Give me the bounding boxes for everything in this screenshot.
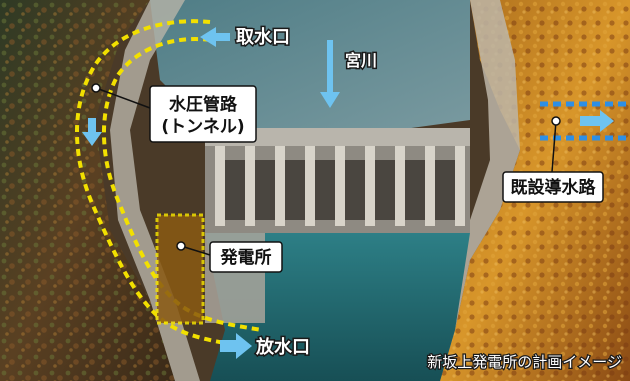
penstock-label-box: [149, 85, 257, 143]
existing-channel-label-box: [502, 171, 604, 203]
existing-channel-arrow: [580, 110, 614, 132]
existing-channel-leader-dot: [551, 116, 561, 126]
outlet-label: 放水口: [255, 336, 310, 358]
dam-piers: [215, 146, 465, 226]
penstock-label-line1: 水圧管路: [169, 94, 238, 115]
river-flow-arrow: [320, 40, 340, 108]
powerhouse-label-box: [209, 241, 283, 273]
penstock-leader-dot: [91, 83, 101, 93]
powerhouse-leader-line: [180, 245, 211, 256]
intake-label: 取水口: [236, 26, 290, 48]
powerhouse-area: [155, 213, 205, 325]
dam-gates: [225, 160, 455, 220]
penstock-route-outer: [75, 19, 251, 350]
penstock-label-line2: (トンネル): [161, 117, 244, 137]
outlet-arrow: [220, 333, 252, 359]
existing-channel-label: 既設導水路: [511, 177, 597, 198]
river-label: 宮川: [345, 51, 377, 70]
caption: 新坂上発電所の計画イメージ: [427, 353, 622, 371]
powerhouse-label: 発電所: [220, 247, 272, 268]
existing-channel-leader-line: [551, 120, 557, 173]
penstock-leader-line: [95, 87, 151, 109]
road: [110, 0, 200, 381]
right-bank-structure: [420, 0, 520, 381]
intake-arrow: [200, 27, 230, 47]
penstock-flow-arrow: [82, 118, 102, 146]
powerhouse-leader-dot: [176, 241, 186, 251]
